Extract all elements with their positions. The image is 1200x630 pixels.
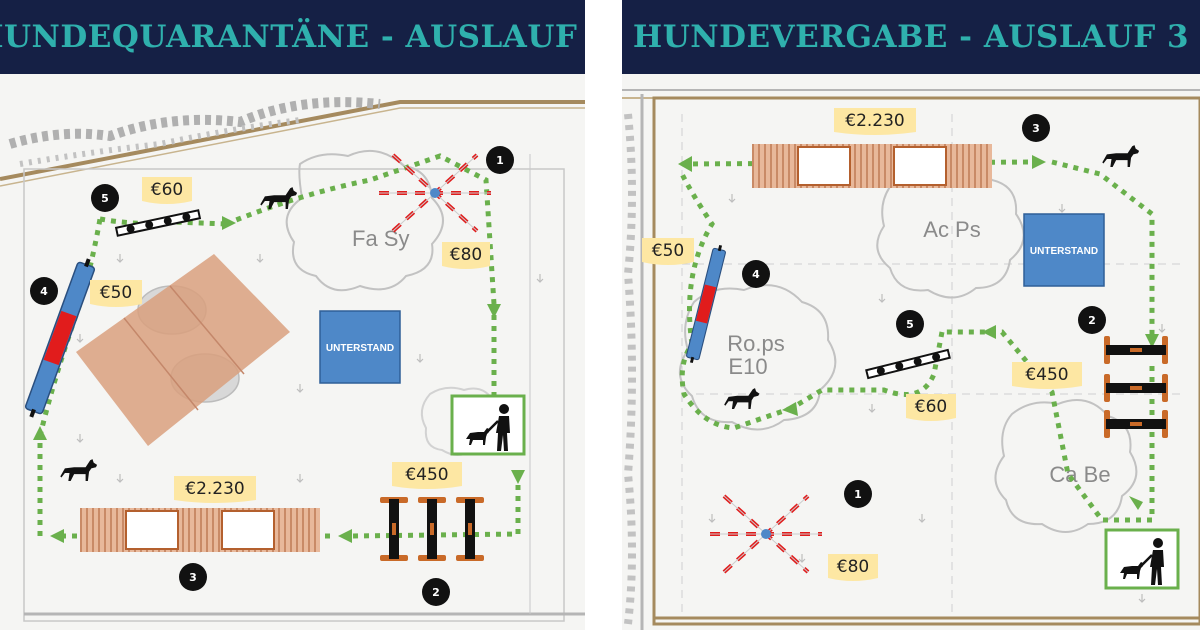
svg-text:4: 4 (40, 285, 48, 298)
station-number-1: 1 (844, 480, 872, 508)
svg-text:€50: €50 (652, 241, 684, 261)
dog-icon (724, 388, 760, 409)
svg-text:€80: €80 (450, 245, 482, 265)
svg-text:5: 5 (906, 318, 914, 331)
plan-label: Fa Sy (352, 226, 409, 251)
station-number-5: 5 (91, 184, 119, 212)
station-number-5: 5 (896, 310, 924, 338)
tunnel-obstacle (76, 254, 290, 446)
dog-walker-icon (1106, 530, 1178, 588)
dog-icon (60, 459, 98, 481)
plan-background: Ac Ps Ro.ps E10 Ca Be (622, 89, 1200, 630)
price-tag-station-1: €80 (442, 242, 490, 269)
shelter: UNTERSTAND (319, 310, 401, 384)
path-arrows (678, 155, 1159, 510)
price-tag-station-1: €80 (828, 554, 878, 581)
site-plan: Ac Ps Ro.ps E10 Ca Be UNTERSTAND (622, 89, 1200, 630)
svg-text:3: 3 (189, 571, 197, 584)
panel-header: HUNDEQUARANTÄNE - AUSLAUF 2 (0, 0, 585, 74)
station-5-poles (865, 348, 951, 380)
svg-text:2: 2 (432, 586, 440, 599)
panel-header: HUNDEVERGABE - AUSLAUF 3 (622, 0, 1200, 74)
station-5-poles (115, 209, 201, 237)
price-tag-station-4: €50 (642, 238, 694, 265)
svg-text:5: 5 (101, 192, 109, 205)
plan-label: E10 (728, 354, 767, 379)
station-4-seesaw (22, 255, 98, 421)
station-1-slalom-star (377, 153, 493, 233)
station-3-bridge (79, 507, 321, 553)
site-plan: Fa Sy UNTERSTAND (0, 97, 585, 622)
svg-text:3: 3 (1032, 122, 1040, 135)
dog-walker-icon (452, 396, 524, 454)
station-1-slalom-star (708, 494, 824, 574)
svg-text:1: 1 (854, 488, 862, 501)
shelter: UNTERSTAND (1023, 213, 1105, 287)
price-tag-station-3: €2.230 (174, 476, 256, 503)
station-number-2: 2 (422, 578, 450, 606)
panel-hundequarantaene: HUNDEQUARANTÄNE - AUSLAUF 2 Fa Sy (0, 0, 585, 630)
svg-text:4: 4 (752, 268, 760, 281)
station-number-1: 1 (486, 146, 514, 174)
svg-text:€450: €450 (405, 465, 448, 485)
price-tag-station-5: €60 (142, 177, 192, 204)
station-3-bridge (751, 143, 993, 189)
station-number-4: 4 (742, 260, 770, 288)
plan-label: Ca Be (1049, 462, 1110, 487)
svg-text:2: 2 (1088, 314, 1096, 327)
station-number-3: 3 (1022, 114, 1050, 142)
station-number-3: 3 (179, 563, 207, 591)
panel-title: HUNDEQUARANTÄNE - AUSLAUF 2 (0, 19, 585, 55)
station-2-hurdles (1104, 336, 1168, 438)
svg-text:€2.230: €2.230 (845, 111, 904, 131)
price-tag-station-2: €450 (1012, 362, 1082, 389)
svg-text:€50: €50 (100, 283, 132, 303)
svg-text:€80: €80 (837, 557, 869, 577)
shelter-label: UNTERSTAND (326, 343, 394, 354)
panel-hundevergabe: HUNDEVERGABE - AUSLAUF 3 Ac Ps Ro.ps E10… (622, 0, 1200, 630)
shelter-label: UNTERSTAND (1030, 246, 1098, 257)
plan-background: Fa Sy (0, 97, 585, 622)
station-2-hurdles (380, 497, 484, 561)
price-tag-station-4: €50 (90, 280, 142, 307)
svg-text:€60: €60 (151, 180, 183, 200)
svg-text:€60: €60 (915, 397, 947, 417)
plan-label: Ac Ps (923, 217, 980, 242)
plan-label: Ro.ps (727, 331, 784, 356)
price-tag-station-2: €450 (392, 462, 462, 489)
price-tag-station-5: €60 (906, 394, 956, 421)
svg-text:€450: €450 (1025, 365, 1068, 385)
svg-text:€2.230: €2.230 (185, 479, 244, 499)
price-tag-station-3: €2.230 (834, 108, 916, 135)
panel-title: HUNDEVERGABE - AUSLAUF 3 (632, 19, 1190, 55)
svg-text:1: 1 (496, 154, 504, 167)
station-number-4: 4 (30, 277, 58, 305)
station-number-2: 2 (1078, 306, 1106, 334)
dog-icon (1102, 145, 1140, 167)
